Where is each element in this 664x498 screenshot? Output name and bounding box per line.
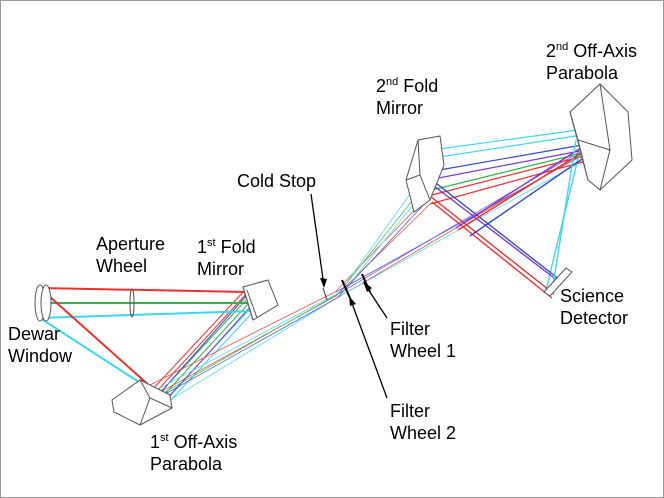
aperture-wheel-optic xyxy=(129,288,135,318)
cold-stop-optic xyxy=(322,287,328,301)
fold1-mirror-optic xyxy=(242,279,279,321)
label-science-detector: Science Detector xyxy=(560,286,629,328)
beam-oap2-to-detector xyxy=(429,139,589,299)
label-aperture-wheel: Aperture Wheel xyxy=(96,234,166,276)
beam-dewar-to-fold1 xyxy=(39,287,254,400)
oap2-optic xyxy=(569,83,633,191)
label-fold2-mirror: 2nd Fold Mirror xyxy=(376,76,439,118)
label-dewar-window: Dewar Window xyxy=(8,324,73,366)
label-filter-wheel-1: Filter Wheel 1 xyxy=(390,319,457,361)
label-cold-stop: Cold Stop xyxy=(237,171,317,191)
fold2-mirror-optic xyxy=(405,135,445,213)
label-fold1-mirror: 1st Fold Mirror xyxy=(197,237,256,279)
pointer-arrowheads xyxy=(320,278,372,306)
label-filter-wheel-2: Filter Wheel 2 xyxy=(390,401,457,443)
dewar-window-optic xyxy=(34,284,52,322)
label-oap1: 1st Off-Axis Parabola xyxy=(150,432,238,474)
science-detector-optic xyxy=(543,267,573,297)
beam-fold2-oap2 xyxy=(419,129,591,205)
label-oap2: 2nd Off-Axis Parabola xyxy=(546,41,637,83)
beam-fold1-to-oap1 xyxy=(151,289,254,402)
oap1-optic xyxy=(111,379,173,426)
